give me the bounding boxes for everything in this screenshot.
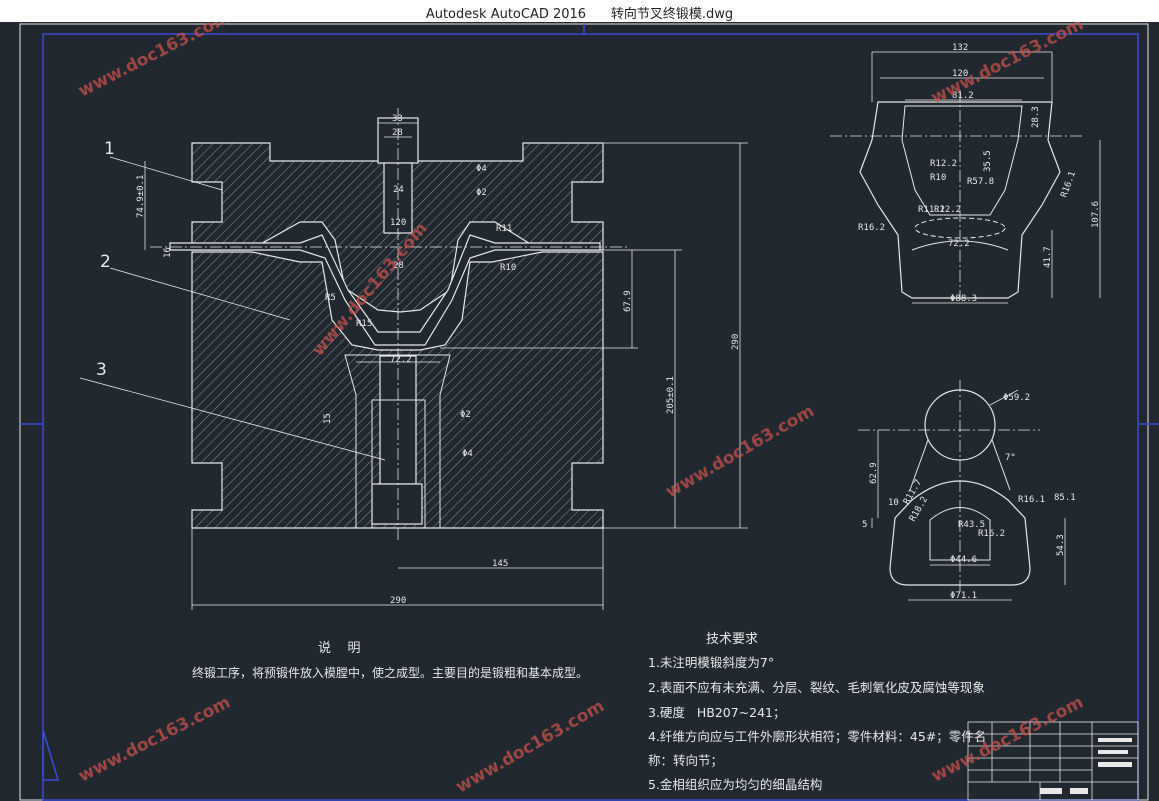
- dim-r11-2[interactable]: R11.2: [918, 205, 945, 215]
- dim-28-3[interactable]: 28.3: [1031, 106, 1041, 128]
- dim-205[interactable]: 205±0.1: [666, 376, 676, 414]
- dim-41-7[interactable]: 41.7: [1043, 246, 1053, 268]
- file-name: 转向节叉终锻模.dwg: [610, 7, 734, 22]
- dim-24[interactable]: 24: [393, 185, 404, 195]
- cad-drawing[interactable]: 1 2 3 33 28 24 120 28 Φ4 Φ2 Φ2 Φ4 R11 R1…: [0, 22, 1159, 801]
- dim-r10-top[interactable]: R10: [930, 173, 946, 183]
- die-assembly-view[interactable]: 1 2 3 33 28 24 120 28 Φ4 Φ2 Φ2 Φ4 R11 R1…: [79, 108, 748, 610]
- dim-r16-1[interactable]: R16.1: [1059, 170, 1078, 199]
- tech-title[interactable]: 技术要求: [706, 632, 758, 647]
- dim-74-9[interactable]: 74.9±0.1: [136, 175, 146, 218]
- dim-28[interactable]: 28: [392, 128, 403, 138]
- dim-72-2-top[interactable]: 72.2: [948, 239, 970, 249]
- dim-54-3[interactable]: 54.3: [1056, 534, 1066, 556]
- watermark-5: www.doc163.com: [75, 692, 234, 786]
- dim-phi88-3[interactable]: Φ88.3: [950, 294, 977, 304]
- tech-item-1[interactable]: 1.未注明模锻斜度为7°: [648, 655, 774, 670]
- dim-85-1[interactable]: 85.1: [1054, 493, 1076, 503]
- dim-phi2b[interactable]: Φ2: [460, 410, 471, 420]
- dim-r10[interactable]: R10: [500, 263, 516, 273]
- tech-item-2[interactable]: 2.表面不应有未充满、分层、裂纹、毛刺氧化皮及腐蚀等现象: [648, 680, 985, 695]
- balloon-1[interactable]: 1: [104, 139, 115, 159]
- dim-33[interactable]: 33: [392, 114, 403, 124]
- dim-62-9[interactable]: 62.9: [869, 462, 879, 484]
- dim-r5[interactable]: R5: [325, 293, 336, 303]
- dim-r57-8[interactable]: R57.8: [967, 177, 994, 187]
- dim-phi59-2[interactable]: Φ59.2: [1003, 393, 1030, 403]
- dim-phi71-1[interactable]: Φ71.1: [950, 591, 977, 601]
- dim-35-5[interactable]: 35.5: [983, 150, 993, 172]
- dim-r12-2[interactable]: R12.2: [930, 159, 957, 169]
- drawing-canvas[interactable]: 1 2 3 33 28 24 120 28 Φ4 Φ2 Φ2 Φ4 R11 R1…: [0, 22, 1159, 801]
- notes-block[interactable]: 说 明 终锻工序，将预锻件放入模膛中，使之成型。主要目的是锻粗和基本成型。: [192, 641, 588, 680]
- dim-r11[interactable]: R11: [496, 224, 512, 234]
- tech-item-4[interactable]: 4.纤维方向应与工件外廓形状相符；零件材料：45#；零件名: [648, 729, 986, 744]
- dim-28b[interactable]: 28: [393, 261, 404, 271]
- forging-section-view[interactable]: Φ59.2 7° 10 5 R16.1 85.1 R43.5 R16.2 Φ44…: [858, 380, 1076, 601]
- dim-5[interactable]: 5: [862, 520, 867, 530]
- notes-line-1[interactable]: 终锻工序，将预锻件放入模膛中，使之成型。主要目的是锻粗和基本成型。: [192, 665, 588, 680]
- dim-72-2[interactable]: 72.2: [390, 355, 412, 365]
- tech-item-3[interactable]: 3.硬度 HB207~241；: [648, 705, 786, 720]
- dim-290-v[interactable]: 290: [731, 334, 741, 350]
- tech-requirements[interactable]: 技术要求 1.未注明模锻斜度为7° 2.表面不应有未充满、分层、裂纹、毛刺氧化皮…: [648, 632, 986, 792]
- dim-r16-2[interactable]: R16.2: [858, 223, 885, 233]
- dim-120-top[interactable]: 120: [952, 69, 968, 79]
- dim-107-6[interactable]: 107.6: [1091, 201, 1101, 228]
- dim-phi4b[interactable]: Φ4: [462, 449, 473, 459]
- window-title-bar: Autodesk AutoCAD 2016 转向节叉终锻模.dwg: [0, 0, 1159, 23]
- dim-7deg[interactable]: 7°: [1005, 453, 1016, 463]
- title-block[interactable]: [967, 721, 1139, 801]
- orientation-mark-icon: [42, 729, 60, 781]
- dim-r43-5[interactable]: R43.5: [958, 520, 985, 530]
- dim-r16-1-sec[interactable]: R16.1: [1018, 495, 1045, 505]
- dim-132[interactable]: 132: [952, 43, 968, 53]
- dim-10[interactable]: 10: [888, 498, 899, 508]
- window-title: Autodesk AutoCAD 2016 转向节叉终锻模.dwg: [0, 3, 1159, 22]
- dim-81-2[interactable]: 81.2: [952, 91, 974, 101]
- tech-item-6[interactable]: 5.金相组织应为均匀的细晶结构: [648, 777, 822, 792]
- sheet-inner-border: [42, 33, 1139, 801]
- dim-290-h[interactable]: 290: [390, 596, 406, 606]
- balloon-2[interactable]: 2: [100, 252, 111, 272]
- dim-phi44-6[interactable]: Φ44.6: [950, 555, 977, 565]
- dim-r15[interactable]: R15: [356, 319, 372, 329]
- notes-title[interactable]: 说 明: [318, 641, 361, 656]
- dim-67-9[interactable]: 67.9: [623, 290, 633, 312]
- dim-phi4[interactable]: Φ4: [476, 164, 487, 174]
- tech-item-5[interactable]: 称：转向节；: [648, 753, 723, 768]
- balloon-3[interactable]: 3: [96, 360, 107, 380]
- forging-front-view[interactable]: 132 120 81.2 Φ88.3 72.2 R12.2 R10 R57.8 …: [830, 43, 1101, 304]
- app-name: Autodesk AutoCAD 2016: [425, 7, 587, 22]
- dim-r12-2b[interactable]: R12.2: [934, 205, 961, 215]
- watermark-2: www.doc163.com: [928, 22, 1087, 108]
- dim-15[interactable]: 15: [323, 413, 333, 424]
- dim-phi2[interactable]: Φ2: [476, 188, 487, 198]
- dim-16[interactable]: 16: [163, 247, 173, 258]
- dim-r16-2-sec[interactable]: R16.2: [978, 529, 1005, 539]
- watermark-6: www.doc163.com: [453, 696, 608, 797]
- dim-145[interactable]: 145: [492, 559, 508, 569]
- dim-120[interactable]: 120: [390, 218, 406, 228]
